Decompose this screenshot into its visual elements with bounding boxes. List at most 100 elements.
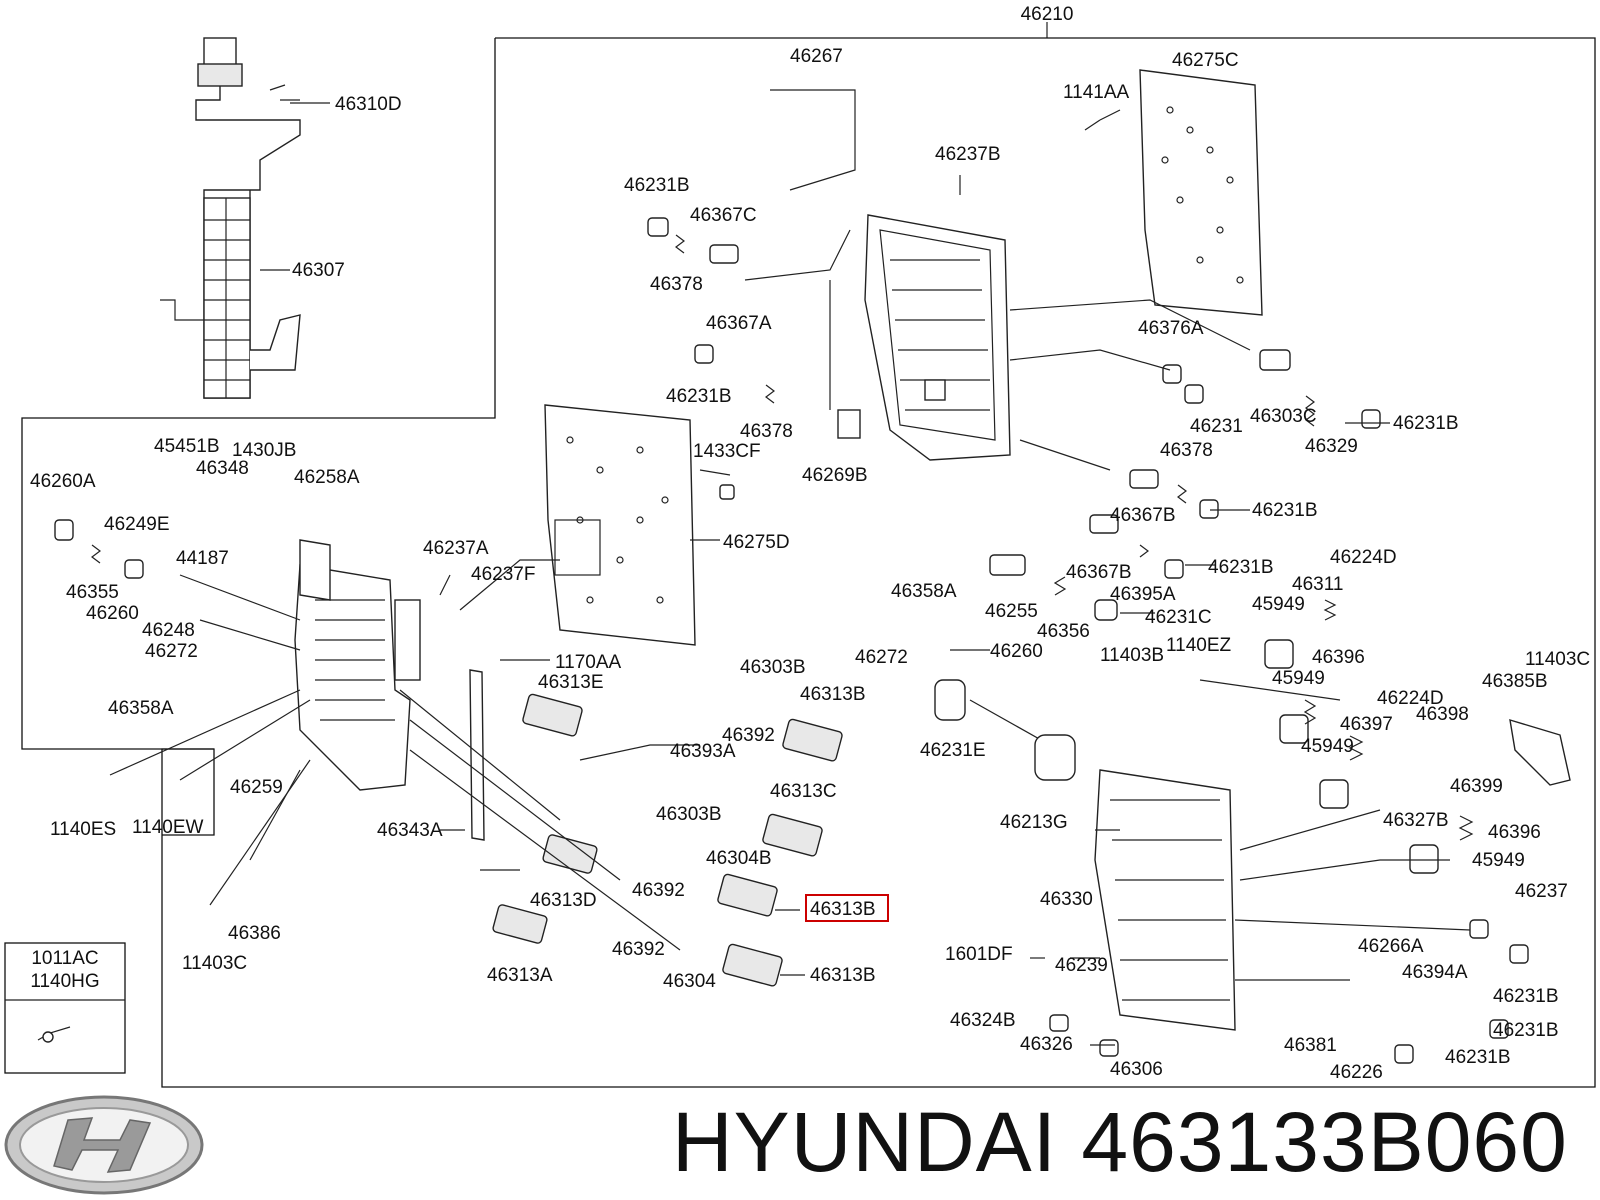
label-46275D: 46275D (723, 532, 790, 553)
label-46306: 46306 (1110, 1059, 1163, 1080)
label-46393A: 46393A (670, 741, 736, 762)
label-46231: 46231 (1190, 416, 1243, 437)
label-46210: 46210 (1021, 4, 1074, 25)
label-46324B: 46324B (950, 1010, 1016, 1031)
label-46226: 46226 (1330, 1062, 1383, 1083)
label-46329: 46329 (1305, 436, 1358, 457)
label-1170AA: 1170AA (555, 652, 622, 673)
spool-46231E (934, 679, 1076, 781)
label-46313D: 46313D (530, 890, 597, 911)
legend-line-2: 1140HG (30, 971, 99, 992)
valve-body-lower (1094, 769, 1236, 1031)
label-46269B: 46269B (802, 465, 868, 486)
label-46266A: 46266A (1358, 936, 1424, 957)
label-11403C: 11403C (1525, 649, 1590, 670)
label-46259: 46259 (230, 777, 283, 798)
label-1601DF: 1601DF (945, 944, 1013, 965)
label-46231C: 46231C (1145, 607, 1212, 628)
label-46304B: 46304B (706, 848, 772, 869)
label-46231B: 46231B (1252, 500, 1318, 521)
terminal-strip (469, 669, 485, 841)
label-46237F: 46237F (471, 564, 535, 585)
label-46313E: 46313E (538, 672, 604, 693)
label-46385B: 46385B (1482, 671, 1548, 692)
label-46367A: 46367A (706, 313, 772, 334)
label-46378: 46378 (740, 421, 793, 442)
label-46231B: 46231B (1493, 986, 1559, 1007)
label-46237B: 46237B (935, 144, 1001, 165)
highlight-box (805, 894, 889, 922)
legend-box (4, 942, 126, 1074)
label-46348: 46348 (196, 458, 249, 479)
label-45949: 45949 (1472, 850, 1525, 871)
legend-line-1: 1011AC (31, 948, 98, 969)
label-46231B: 46231B (624, 175, 690, 196)
label-46231B: 46231B (666, 386, 732, 407)
label-46378: 46378 (650, 274, 703, 295)
label-46386: 46386 (228, 923, 281, 944)
label-46313A: 46313A (487, 965, 553, 986)
callout-labels: 46210 46310D 46307 46267 46275C 1141AA 4… (30, 4, 1590, 1083)
label-46224D: 46224D (1377, 688, 1444, 709)
label-46392: 46392 (612, 939, 665, 960)
label-46237: 46237 (1515, 881, 1568, 902)
wire-harness (160, 37, 301, 399)
separator-plate-lower (544, 404, 696, 646)
label-46313B: 46313B (810, 965, 876, 986)
label-46213G: 46213G (1000, 812, 1068, 833)
label-46367C: 46367C (690, 205, 757, 226)
label-46275C: 46275C (1172, 50, 1239, 71)
label-46310D: 46310D (335, 94, 402, 115)
label-46224D: 46224D (1330, 547, 1397, 568)
label-46311: 46311 (1292, 574, 1343, 595)
label-46394A: 46394A (1402, 962, 1468, 983)
label-46303B: 46303B (740, 657, 806, 678)
label-46304: 46304 (663, 971, 716, 992)
label-46396: 46396 (1312, 647, 1365, 668)
valve-body-left (294, 539, 421, 791)
label-46272: 46272 (145, 641, 198, 662)
label-11403C: 11403C (182, 953, 247, 974)
label-46239: 46239 (1055, 955, 1108, 976)
label-46358A: 46358A (108, 698, 174, 719)
hyundai-logo (4, 1095, 204, 1195)
brand-caption: HYUNDAI 463133B060 (672, 1100, 1568, 1184)
brand-name: HYUNDAI (672, 1095, 1058, 1189)
label-46326: 46326 (1020, 1034, 1073, 1055)
label-46307: 46307 (292, 260, 345, 281)
label-1430JB: 1430JB (232, 440, 296, 461)
label-46343A: 46343A (377, 820, 443, 841)
label-46395A: 46395A (1110, 584, 1176, 605)
small-parts (54, 217, 1529, 1064)
label-46231B: 46231B (1493, 1020, 1559, 1041)
label-46272: 46272 (855, 647, 908, 668)
label-1141AA: 1141AA (1063, 82, 1130, 103)
label-46381: 46381 (1284, 1035, 1337, 1056)
solenoids (492, 693, 843, 987)
label-46355: 46355 (66, 582, 119, 603)
label-46367B: 46367B (1110, 505, 1176, 526)
label-46237A: 46237A (423, 538, 489, 559)
label-46330: 46330 (1040, 889, 1093, 910)
label-46397: 46397 (1340, 714, 1393, 735)
label-46260: 46260 (86, 603, 139, 624)
frame-main (21, 22, 1596, 1088)
label-46392: 46392 (722, 725, 775, 746)
label-1140EW: 1140EW (132, 817, 204, 838)
label-46356: 46356 (1037, 621, 1090, 642)
label-46313C: 46313C (770, 781, 837, 802)
label-46231B: 46231B (1208, 557, 1274, 578)
label-46260: 46260 (990, 641, 1043, 662)
label-46378: 46378 (1160, 440, 1213, 461)
label-46367B: 46367B (1066, 562, 1132, 583)
valve-body-upper (864, 214, 1011, 461)
label-46231B: 46231B (1445, 1047, 1511, 1068)
label-45949: 45949 (1272, 668, 1325, 689)
leader-lines (109, 89, 1471, 1046)
label-46313B-highlighted: 46313B (810, 899, 876, 920)
label-46231E: 46231E (920, 740, 986, 761)
label-11403B: 11403B (1100, 645, 1164, 666)
label-46399: 46399 (1450, 776, 1503, 797)
label-1140EZ: 1140EZ (1166, 635, 1232, 656)
